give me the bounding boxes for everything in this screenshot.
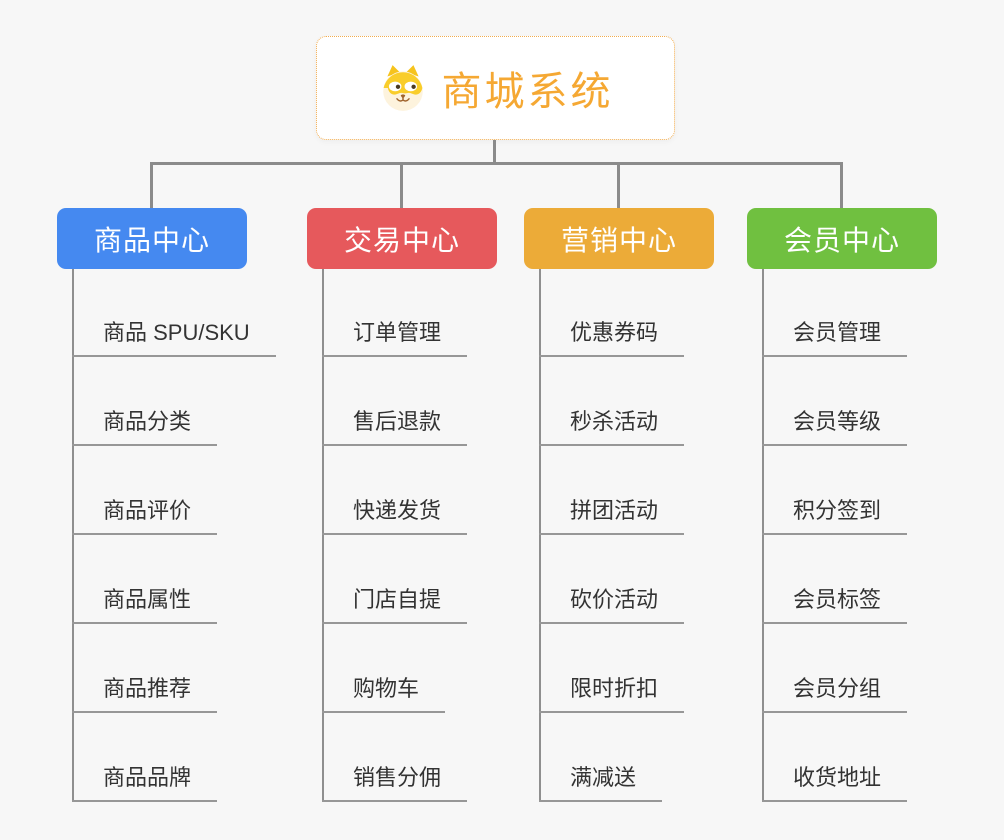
child-node[interactable]: 收货地址 <box>762 765 908 802</box>
child-node[interactable]: 会员管理 <box>762 320 908 357</box>
child-node[interactable]: 商品分类 <box>72 409 218 446</box>
root-label: 商城系统 <box>441 70 614 114</box>
child-node[interactable]: 拼团活动 <box>539 498 685 535</box>
branch-label: 会员中心 <box>783 224 900 256</box>
branch-label: 营销中心 <box>560 224 677 256</box>
child-node[interactable]: 会员等级 <box>762 409 908 446</box>
child-node[interactable]: 优惠券码 <box>539 320 685 357</box>
child-node[interactable]: 限时折扣 <box>539 676 685 713</box>
child-node[interactable]: 订单管理 <box>322 320 468 357</box>
branch-child-connector <box>539 269 541 802</box>
branch-node-marketing[interactable]: 营销中心 <box>524 208 714 269</box>
connector-drop-marketing <box>617 162 620 208</box>
child-node[interactable]: 购物车 <box>322 676 446 713</box>
connector-root-stem <box>493 140 496 165</box>
child-node[interactable]: 商品品牌 <box>72 765 218 802</box>
child-node[interactable]: 满减送 <box>539 765 663 802</box>
branch-child-connector <box>762 269 764 802</box>
branch-column-trade: 交易中心 订单管理 售后退款 快递发货 门店自提 购物车 销售分佣 <box>307 208 497 808</box>
branch-child-connector <box>322 269 324 802</box>
branch-node-trade[interactable]: 交易中心 <box>307 208 497 269</box>
connector-drop-trade <box>400 162 403 208</box>
branch-node-goods[interactable]: 商品中心 <box>57 208 247 269</box>
branch-child-connector <box>72 269 74 802</box>
child-node[interactable]: 商品属性 <box>72 587 218 624</box>
branch-column-member: 会员中心 会员管理 会员等级 积分签到 会员标签 会员分组 收货地址 <box>747 208 937 808</box>
child-node[interactable]: 积分签到 <box>762 498 908 535</box>
branch-column-marketing: 营销中心 优惠券码 秒杀活动 拼团活动 砍价活动 限时折扣 满减送 <box>524 208 714 808</box>
child-node[interactable]: 会员标签 <box>762 587 908 624</box>
shiba-dog-icon <box>378 63 428 113</box>
child-node[interactable]: 售后退款 <box>322 409 468 446</box>
root-node[interactable]: 商城系统 <box>316 36 675 140</box>
connector-horizontal-bar <box>150 162 843 165</box>
child-node[interactable]: 门店自提 <box>322 587 468 624</box>
child-node[interactable]: 商品推荐 <box>72 676 218 713</box>
child-node[interactable]: 会员分组 <box>762 676 908 713</box>
connector-drop-goods <box>150 162 153 208</box>
child-node[interactable]: 销售分佣 <box>322 765 468 802</box>
branch-label: 交易中心 <box>343 224 460 256</box>
connector-drop-member <box>840 162 843 208</box>
branch-node-member[interactable]: 会员中心 <box>747 208 937 269</box>
child-node[interactable]: 砍价活动 <box>539 587 685 624</box>
child-node[interactable]: 秒杀活动 <box>539 409 685 446</box>
child-node[interactable]: 商品 SPU/SKU <box>72 320 276 357</box>
child-node[interactable]: 快递发货 <box>322 498 468 535</box>
branch-label: 商品中心 <box>93 224 210 256</box>
child-node[interactable]: 商品评价 <box>72 498 218 535</box>
branch-column-goods: 商品中心 商品 SPU/SKU 商品分类 商品评价 商品属性 商品推荐 商品品牌 <box>57 208 276 808</box>
